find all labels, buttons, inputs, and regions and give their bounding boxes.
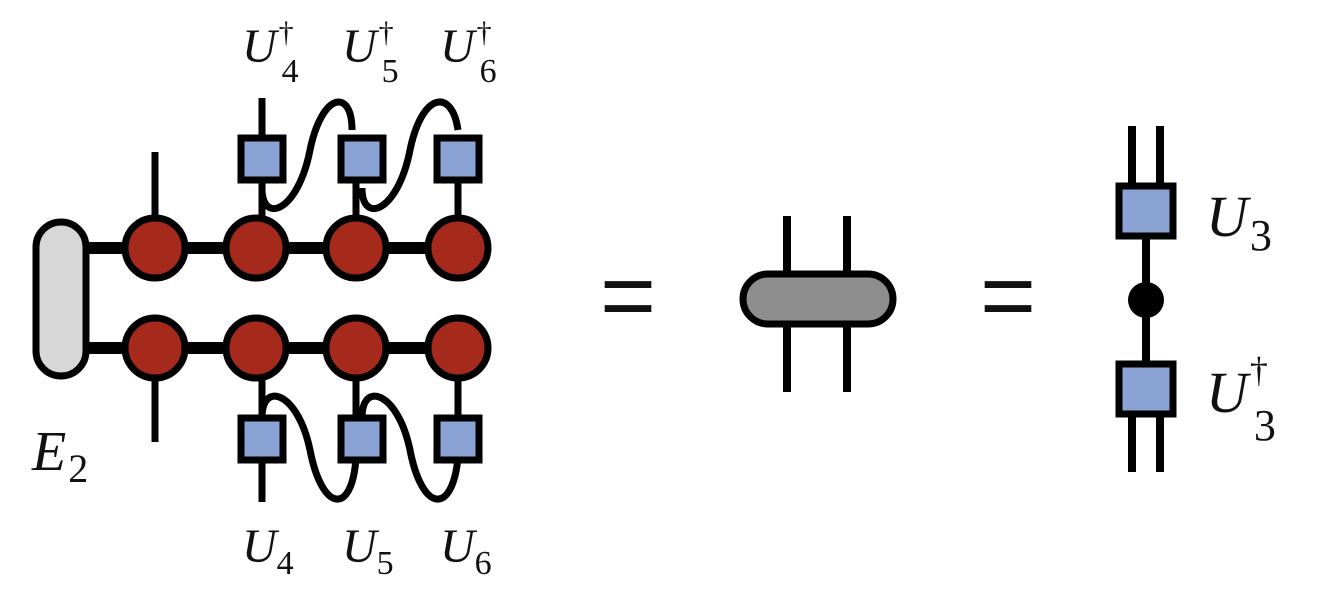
unitary-u3-dagger [1115,360,1177,418]
equals-sign-2: = [980,242,1036,349]
left-network: E2 U†4 U†5 U†6 U4 U5 U6 [31,16,497,582]
label-u5-dagger: U†5 [342,16,399,90]
mps-tensor [222,214,290,282]
singular-value-dot [1128,282,1164,318]
label-u4: U4 [242,520,294,582]
top-wave-bond-1 [258,98,356,212]
equals-sign-1: = [600,242,656,349]
unitary-u6 [433,414,483,464]
bottom-wave-bond-1 [258,392,360,503]
unitary-dagger-u4 [237,134,287,184]
environment-tensor-e2 [32,218,90,380]
mps-tensor [322,314,390,382]
label-u3-dagger: U†3 [1206,350,1276,450]
contracted-tensor-group [739,216,897,392]
top-wave-bond-2 [358,98,462,212]
mps-tensor [322,214,390,282]
right-decomposition: U3 U†3 [1115,126,1276,472]
mps-tensor [121,214,189,282]
unitary-u4 [237,414,287,464]
bottom-wave-bond-2 [358,392,462,503]
unitary-dagger-u5 [337,134,387,184]
unitary-dagger-u6 [433,134,483,184]
label-u6-dagger: U†6 [440,16,497,90]
label-e2: E2 [31,421,88,491]
unitary-u3 [1115,182,1177,240]
label-u3: U3 [1206,184,1272,260]
label-u4-dagger: U†4 [242,16,299,90]
unitary-u5 [337,414,387,464]
mps-tensor [121,314,189,382]
label-u6: U6 [440,520,492,582]
mps-tensor [424,214,492,282]
mps-tensor [222,314,290,382]
contracted-tensor [739,270,897,328]
mps-tensor [424,314,492,382]
label-u5: U5 [342,520,394,582]
